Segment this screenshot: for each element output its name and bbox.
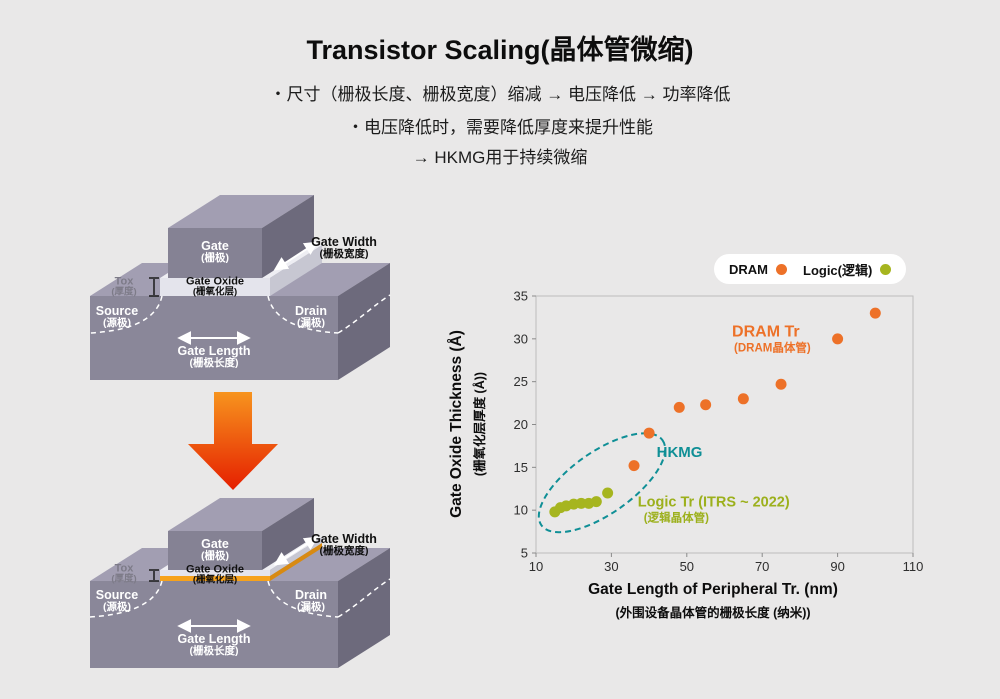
tox-ibeam [149,277,159,297]
data-point-dram [832,333,844,345]
data-point-dram [673,401,685,413]
source-junction-dashed [89,295,163,334]
y-axis-title: Gate Oxide Thickness (Å) (栅氧化层厚度 (Å)) [448,269,494,579]
gate-length-label: Gate Length (栅极长度) [177,344,251,370]
bullet-2: ・电压降低时，需要降低厚度来提升性能 [347,118,653,137]
x-tick-label: 90 [830,559,844,574]
transistor-after-svg [89,498,391,668]
drain-side-dashed [337,578,391,618]
y-axis-title-cn: (栅氧化层厚度 (Å)) [473,371,487,477]
gate-front-face [168,228,262,278]
hkmg-ellipse [537,432,667,534]
gate-width-arrow [273,241,319,271]
x-tick-label: 30 [604,559,618,574]
legend-dram-label: DRAM [729,261,768,277]
x-axis-title-en: Gate Length of Peripheral Tr. (nm) [588,581,838,598]
transistor-before-diagram: Gate (栅极) Gate Width (栅极宽度) Tox (厚度) Gat… [78,195,408,390]
source-label: Source (源极) [95,588,139,614]
y-tick-label: 10 [514,503,528,518]
tox-label: Tox (厚度) [111,275,137,298]
y-tick-label: 20 [514,417,528,432]
x-axis-title-cn: (外围设备晶体管的栅极长度 (纳米)) [615,606,811,620]
plot-border [535,295,914,554]
highk-front-face [160,576,270,581]
gate-oxide-label: Gate Oxide (栅氧化层) [185,275,245,298]
drain-side-dashed [337,294,391,334]
data-point-logic [590,496,602,508]
x-tick-label: 110 [903,559,924,574]
gate-length-label: Gate Length (栅极长度) [177,632,251,658]
transistor-before-svg [89,195,391,380]
drain-label: Drain (漏极) [295,304,327,330]
down-arrow-icon [188,392,278,490]
data-point-dram [628,460,640,472]
source-junction-dashed [89,580,163,618]
tox-label: Tox (厚度) [111,562,137,585]
y-tick-label: 35 [514,289,528,304]
transistor-after-diagram: Gate (栅极) Gate Width (栅极宽度) Tox (厚度) Gat… [78,498,418,693]
legend-dram-dot [776,263,787,275]
gate-top-face [168,498,314,531]
data-point-dram [737,393,749,405]
gate-oxide-label: Gate Oxide (栅氧化层) [185,563,245,586]
data-point-dram [775,378,787,390]
gate-front-face [168,531,262,570]
drain-label: Drain (漏极) [295,588,327,614]
bullet-3: → HKMG用于持续微缩 [412,148,588,167]
drain-junction-dashed [267,580,339,618]
x-tick-label: 70 [755,559,769,574]
gate-top-face [168,195,314,228]
tox-ibeam [149,569,159,582]
y-tick-label: 5 [521,546,528,561]
data-point-dram [869,307,881,319]
chart-annotation-hkmg: HKMG [657,444,703,461]
gate-width-arrow [273,536,319,566]
gate-width-label: Gate Width (栅极宽度) [311,532,377,558]
chart-annotation-logic-cn: (逻辑晶体管) [644,511,709,525]
base-right-face [338,548,390,668]
gate-width-label: Gate Width (栅极宽度) [311,235,377,261]
oxide-front-face [160,278,270,296]
base-right-face [338,263,390,380]
data-point-dram [643,427,655,439]
y-tick-label: 30 [514,331,528,346]
x-tick-label: 50 [680,559,694,574]
oxide-front-face [160,570,270,576]
chart-legend: DRAM Logic(逻辑) [714,254,907,284]
chart-annotation-dram: DRAM Tr [732,323,800,340]
y-tick-label: 25 [514,374,528,389]
legend-logic-label: Logic(逻辑) [803,262,873,278]
x-tick-label: 10 [529,559,543,574]
drain-junction-dashed [267,295,339,334]
data-point-logic [575,497,587,509]
data-point-dram [700,399,712,411]
data-point-logic [602,487,614,499]
y-axis-title-en: Gate Oxide Thickness (Å) [448,330,465,518]
legend-logic-dot [880,263,892,275]
source-label: Source (源极) [95,304,139,330]
chart-annotation-dram-cn: (DRAM晶体管) [734,340,811,354]
chart-annotation-logic: Logic Tr (ITRS ~ 2022) [638,495,790,511]
gate-label: Gate (栅极) [201,239,229,265]
x-axis-title: Gate Length of Peripheral Tr. (nm) (外围设备… [498,581,928,621]
gate-label: Gate (栅极) [201,537,229,563]
bullet-1: ・尺寸（栅极长度、栅极宽度）缩减 → 电压降低 → 功率降低 [269,85,731,104]
y-tick-label: 15 [514,460,528,475]
page-title: Transistor Scaling(晶体管微缩) [306,35,694,65]
